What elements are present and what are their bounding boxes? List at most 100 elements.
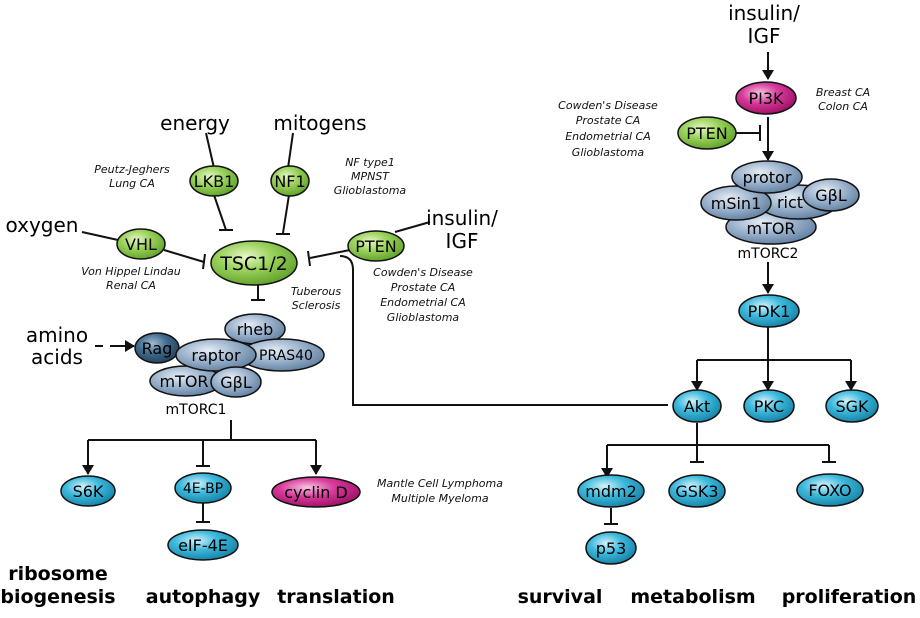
svg-text:4E-BP: 4E-BP [183, 481, 223, 497]
svg-text:rict: rict [777, 193, 803, 212]
node-akt: Akt [672, 389, 722, 423]
svg-text:Mantle Cell Lymphoma: Mantle Cell Lymphoma [377, 477, 503, 490]
svg-text:Akt: Akt [684, 397, 710, 416]
node-foxo: FOXO [796, 473, 864, 507]
output-ribosome-line1: ribosome [8, 563, 108, 585]
svg-text:Cowden's Disease: Cowden's Disease [373, 266, 473, 279]
svg-text:Tuberous: Tuberous [291, 285, 342, 298]
svg-text:Von Hippel Lindau: Von Hippel Lindau [81, 265, 181, 278]
node-p53: p53 [585, 531, 637, 565]
svg-text:S6K: S6K [73, 482, 104, 501]
svg-text:Prostate CA: Prostate CA [391, 281, 455, 294]
svg-text:mSin1: mSin1 [711, 194, 762, 213]
node-eif-4e: eIF-4E [167, 529, 239, 561]
svg-text:Glioblastoma: Glioblastoma [387, 311, 460, 324]
node-pten-left: PTEN [347, 230, 405, 262]
svg-text:Rag: Rag [142, 339, 173, 358]
svg-text:PTEN: PTEN [355, 237, 397, 256]
svg-text:cyclin D: cyclin D [284, 483, 348, 502]
svg-text:MPNST: MPNST [351, 170, 390, 183]
svg-text:PTEN: PTEN [686, 124, 728, 143]
svg-text:Lung CA: Lung CA [109, 177, 155, 190]
svg-text:Renal CA: Renal CA [106, 279, 156, 292]
complex-mtorc2: mTOR rict GβL mSin1 protor mTORC2 [700, 160, 860, 262]
svg-text:Glioblastoma: Glioblastoma [334, 184, 407, 197]
node-s6k: S6K [60, 475, 116, 507]
svg-text:TSC1/2: TSC1/2 [219, 253, 288, 275]
output-ribosome-line2: biogenesis [0, 586, 115, 608]
svg-text:Sclerosis: Sclerosis [292, 299, 341, 312]
svg-text:VHL: VHL [125, 235, 157, 254]
node-pten-right: PTEN [677, 116, 737, 150]
svg-text:p53: p53 [596, 539, 627, 558]
svg-text:Multiple Myeloma: Multiple Myeloma [391, 492, 488, 505]
svg-text:NF1: NF1 [274, 172, 305, 191]
edges [81, 52, 857, 525]
node-lkb1: LKB1 [189, 165, 239, 197]
input-energy: energy [160, 111, 230, 135]
annotation-cyclin-d: Mantle Cell Lymphoma Multiple Myeloma [377, 477, 503, 505]
node-rag: Rag [134, 332, 180, 364]
output-proliferation: proliferation [782, 586, 917, 608]
node-rheb: rheb [224, 313, 286, 345]
node-gbl-2: GβL [802, 178, 860, 212]
svg-text:mTOR: mTOR [159, 372, 208, 391]
node-raptor: raptor [175, 338, 257, 372]
label-mtorc2: mTORC2 [738, 246, 799, 262]
svg-text:PKC: PKC [754, 397, 784, 416]
input-insulin-right-line1: insulin/ [728, 1, 800, 25]
output-autophagy: autophagy [146, 586, 261, 608]
svg-text:Prostate CA: Prostate CA [576, 114, 640, 127]
annotation-tsc: Tuberous Sclerosis [291, 285, 342, 312]
svg-text:protor: protor [743, 168, 792, 187]
svg-text:Colon CA: Colon CA [818, 100, 868, 113]
svg-text:PRAS40: PRAS40 [259, 348, 313, 364]
node-pras40: PRAS40 [239, 338, 325, 372]
svg-text:Breast CA: Breast CA [816, 86, 870, 99]
svg-text:FOXO: FOXO [808, 481, 851, 500]
svg-text:SGK: SGK [835, 397, 869, 416]
node-sgk: SGK [825, 389, 879, 423]
svg-text:Endometrial CA: Endometrial CA [380, 296, 466, 309]
svg-text:Glioblastoma: Glioblastoma [572, 146, 645, 159]
svg-text:GβL: GβL [220, 373, 252, 392]
annotation-lkb1: Peutz-Jeghers Lung CA [94, 163, 170, 190]
node-tsc1-2: TSC1/2 [210, 240, 298, 286]
node-gbl-1: GβL [210, 366, 262, 398]
svg-text:LKB1: LKB1 [194, 172, 235, 191]
edge-akt-tsc [339, 255, 668, 406]
node-nf1: NF1 [270, 165, 310, 197]
output-survival: survival [518, 586, 603, 608]
svg-text:raptor: raptor [191, 346, 241, 365]
node-pkc: PKC [743, 389, 795, 423]
inhibit-bar-vhl [202, 253, 206, 270]
node-pi3k: PI3K [735, 81, 797, 115]
node-cyclin-d: cyclin D [271, 476, 361, 508]
complex-mtorc1: mTOR Rag rheb PRAS40 raptor GβL mTORC1 [134, 313, 325, 418]
annotation-pten-right: Cowden's Disease Prostate CA Endometrial… [558, 99, 658, 159]
svg-text:PI3K: PI3K [748, 89, 784, 108]
edge-insulin-pten [394, 221, 431, 233]
input-amino-line2: acids [31, 345, 83, 369]
svg-text:NF type1: NF type1 [345, 156, 395, 169]
annotation-nf1: NF type1 MPNST Glioblastoma [334, 156, 407, 197]
svg-text:Cowden's Disease: Cowden's Disease [558, 99, 658, 112]
svg-text:rheb: rheb [237, 320, 273, 339]
annotation-vhl: Von Hippel Lindau Renal CA [81, 265, 181, 292]
annotation-pten-left: Cowden's Disease Prostate CA Endometrial… [373, 266, 473, 324]
input-insulin-left-line1: insulin/ [426, 206, 498, 230]
svg-text:PDK1: PDK1 [748, 302, 791, 321]
edge-energy-lkb1 [205, 132, 215, 169]
node-protor: protor [731, 160, 803, 194]
input-insulin-right-line2: IGF [748, 24, 781, 48]
node-msin1: mSin1 [700, 185, 772, 221]
svg-text:GβL: GβL [815, 186, 847, 205]
svg-text:Peutz-Jeghers: Peutz-Jeghers [94, 163, 170, 176]
label-mtorc1: mTORC1 [166, 402, 227, 418]
svg-text:eIF-4E: eIF-4E [178, 536, 228, 555]
output-metabolism: metabolism [630, 586, 755, 608]
edge-pten-tsc [309, 249, 351, 259]
edge-vhl-tsc [163, 249, 205, 263]
